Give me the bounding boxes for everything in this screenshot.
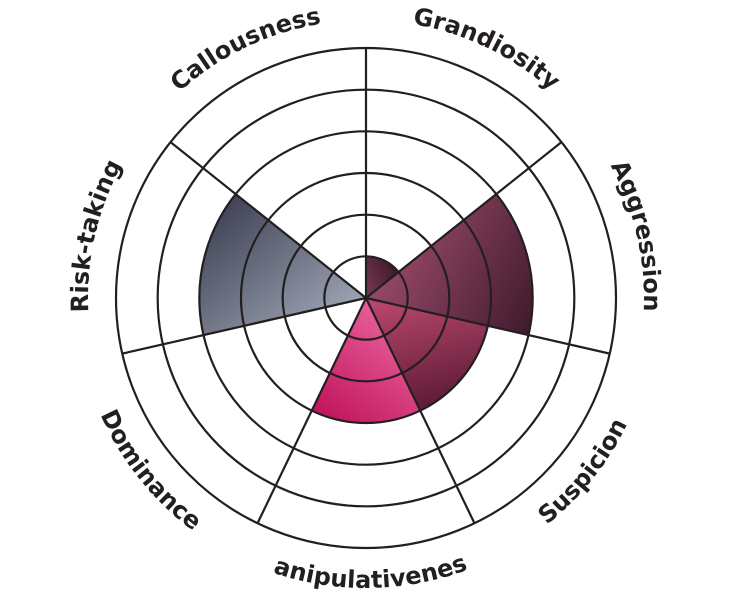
category-label-grandiosity: Grandiosity [411, 2, 566, 95]
category-label-risk-taking: Risk-taking [66, 155, 127, 313]
grid-layer [114, 46, 618, 550]
grid-spoke-1 [365, 141, 563, 299]
category-label-aggression: Aggression [605, 156, 666, 312]
grid-spoke-3 [365, 297, 476, 524]
grid-spoke-2 [365, 296, 610, 355]
grid-spoke-6 [169, 141, 367, 299]
category-label-suspicion: Suspicion [533, 414, 633, 530]
category-label-callousness: Callousness [165, 2, 323, 97]
grid-spoke-4 [256, 297, 367, 524]
grid-spoke-5 [122, 296, 367, 355]
